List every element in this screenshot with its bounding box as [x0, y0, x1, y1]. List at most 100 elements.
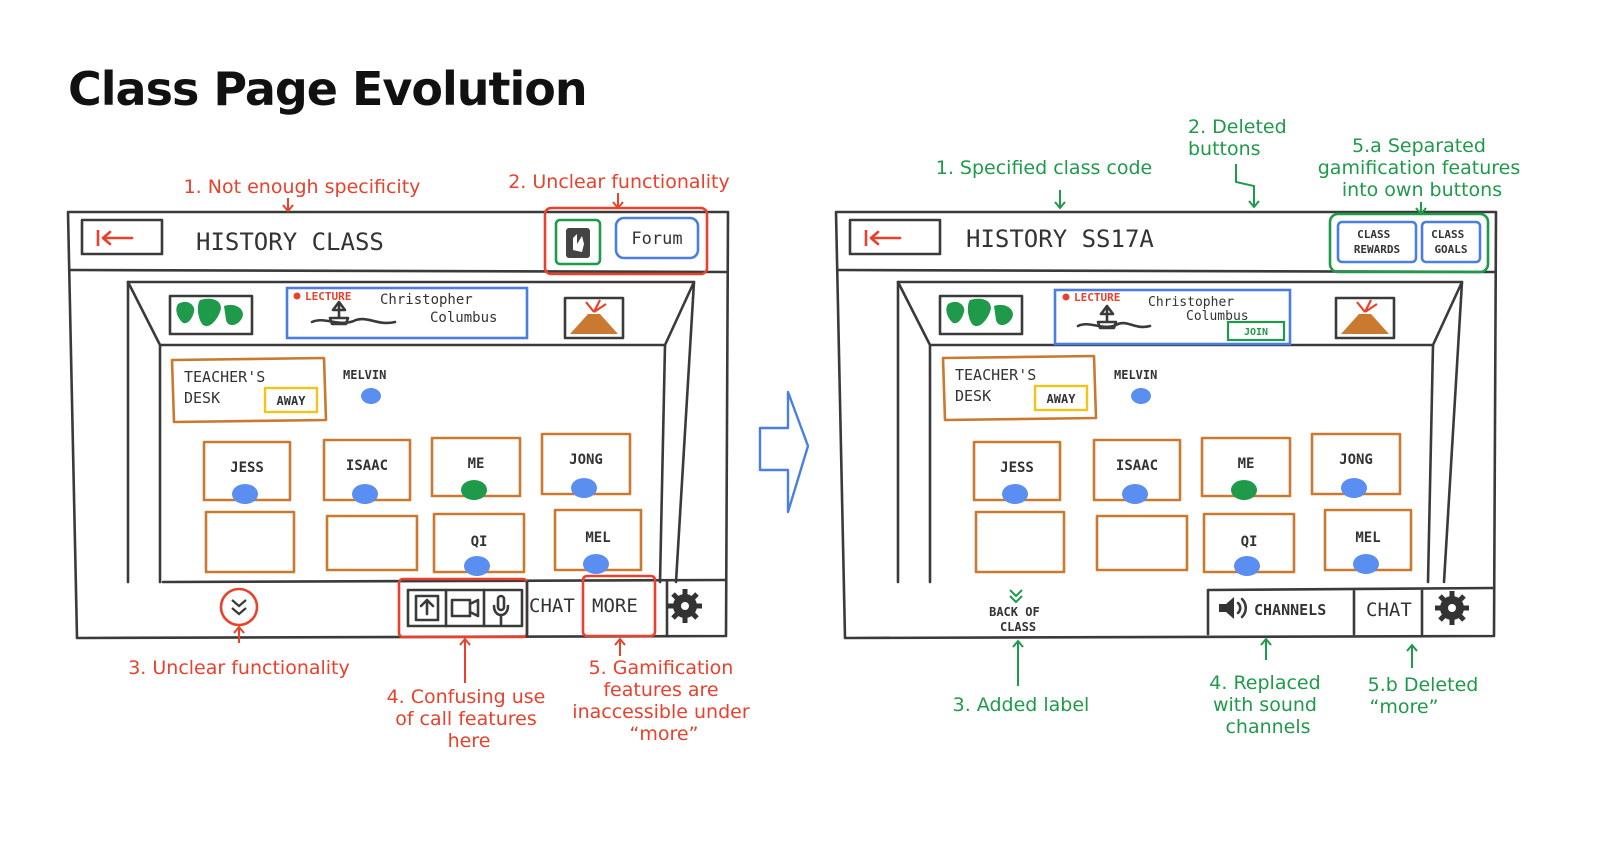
- after-melvin-name: MELVIN: [1114, 368, 1157, 382]
- after-desk-line1: TEACHER'S: [955, 366, 1036, 384]
- before-seat-name: ME: [468, 456, 485, 472]
- speaker-icon: [1219, 597, 1248, 619]
- before-room-floor: [126, 280, 696, 584]
- after-student-avatar[interactable]: [1341, 478, 1367, 498]
- before-back-button[interactable]: [80, 218, 164, 256]
- after-volcano-frame: [1334, 296, 1396, 340]
- before-map-frame: [168, 294, 254, 336]
- before-student-avatar[interactable]: [352, 484, 378, 504]
- transition-arrow-icon: [758, 390, 810, 514]
- before-desk-line2: DESK: [184, 389, 220, 407]
- join-button-label: JOIN: [1244, 327, 1268, 338]
- before-annotation-5: 5. Gamification features are inaccessibl…: [572, 657, 755, 745]
- class-rewards-label: CLASS REWARDS: [1354, 228, 1400, 256]
- after-student-avatar[interactable]: [1002, 484, 1028, 504]
- live-dot-icon: [293, 292, 301, 300]
- after-banner-line1: Christopher: [1148, 295, 1234, 310]
- microphone-icon[interactable]: [492, 594, 510, 626]
- after-back-button[interactable]: [848, 218, 942, 256]
- after-lecture-banner[interactable]: [1053, 288, 1292, 346]
- before-student-avatar[interactable]: [464, 556, 490, 576]
- after-seat-name: ME: [1238, 456, 1255, 472]
- before-chat-button[interactable]: CHAT: [529, 595, 575, 617]
- video-camera-icon[interactable]: [450, 598, 480, 618]
- before-melvin-avatar[interactable]: [361, 388, 381, 404]
- before-seat-name: ISAAC: [346, 458, 388, 474]
- after-teacher-desk: [941, 354, 1098, 422]
- gear-icon[interactable]: [668, 589, 702, 623]
- raise-hand-button[interactable]: [554, 218, 602, 266]
- back-arrow-icon: [96, 230, 134, 246]
- before-teacher-desk: [170, 356, 328, 424]
- after-window-title: HISTORY SS17A: [966, 225, 1154, 253]
- before-collapse-button[interactable]: [219, 587, 259, 627]
- world-map-icon: [946, 298, 1013, 327]
- after-melvin-avatar[interactable]: [1131, 388, 1151, 404]
- before-annotation-3: 3. Unclear functionality: [128, 657, 350, 679]
- after-away-text: AWAY: [1047, 392, 1077, 406]
- after-map-frame: [938, 294, 1024, 336]
- double-chevron-down-icon[interactable]: [1009, 589, 1023, 604]
- after-student-avatar[interactable]: [1353, 554, 1379, 574]
- before-window-title: HISTORY CLASS: [196, 228, 384, 256]
- before-away-badge: [263, 386, 319, 414]
- after-annotation-3: 3. Added label: [953, 694, 1090, 716]
- world-map-icon: [176, 298, 243, 327]
- before-banner-line1: Christopher: [380, 292, 473, 308]
- after-annotation-5a: 5.a Separated gamification features into…: [1318, 135, 1527, 201]
- volcano-icon: [570, 299, 618, 334]
- after-window-frame: [834, 210, 1498, 640]
- before-window-frame: [66, 210, 730, 640]
- channels-button[interactable]: CHANNELS: [1254, 601, 1326, 619]
- after-seat-name: MEL: [1355, 530, 1380, 546]
- before-lecture-tag: LECTURE: [305, 290, 351, 303]
- after-annotation-5b: 5.b Deleted “more”: [1368, 674, 1485, 718]
- before-volcano-frame: [563, 296, 625, 340]
- before-seat-name: QI: [471, 534, 488, 550]
- before-student-avatar[interactable]: [232, 484, 258, 504]
- after-toolbar-frame: [1206, 586, 1496, 636]
- before-annotation-2: 2. Unclear functionality: [508, 171, 730, 193]
- after-seat-name: ISAAC: [1116, 458, 1158, 474]
- after-annotation-4: 4. Replaced with sound channels: [1209, 672, 1326, 738]
- before-seat[interactable]: [325, 514, 419, 572]
- page-title: Class Page Evolution: [68, 62, 588, 116]
- after-sketch: HISTORY SS17A CLASS REWARDS CLASS GOALS …: [834, 116, 1527, 738]
- before-call-dividers: [444, 588, 486, 628]
- before-more-highlight: [581, 574, 657, 638]
- back-of-class-label[interactable]: BACK OF CLASS: [989, 605, 1047, 634]
- after-student-avatar[interactable]: [1122, 484, 1148, 504]
- after-chat-button[interactable]: CHAT: [1366, 599, 1412, 621]
- after-annotation-1: 1. Specified class code: [936, 157, 1153, 179]
- after-banner-line2: Columbus: [1186, 309, 1249, 324]
- before-seat-name: MEL: [585, 530, 610, 546]
- after-student-avatar[interactable]: [1234, 556, 1260, 576]
- before-student-avatar[interactable]: [571, 478, 597, 498]
- before-seat-name: JONG: [569, 452, 603, 468]
- before-away-text: AWAY: [277, 394, 307, 408]
- before-more-button[interactable]: MORE: [592, 595, 638, 617]
- after-gamification-highlight: [1328, 212, 1490, 274]
- share-screen-icon[interactable]: [414, 594, 440, 622]
- ship-icon: [1076, 304, 1152, 330]
- after-seat[interactable]: [974, 510, 1066, 574]
- after-seat[interactable]: [1095, 514, 1189, 572]
- join-button[interactable]: [1226, 320, 1286, 342]
- raise-hand-icon: [566, 228, 590, 258]
- before-self-avatar[interactable]: [461, 480, 487, 500]
- before-seat-name: JESS: [230, 460, 264, 476]
- before-lecture-banner[interactable]: [285, 286, 529, 340]
- before-toolbar-divider: [161, 578, 728, 584]
- class-goals-button[interactable]: [1420, 220, 1482, 264]
- forum-button[interactable]: [614, 216, 700, 260]
- after-seat-name: JESS: [1000, 460, 1034, 476]
- before-seat[interactable]: [204, 510, 296, 574]
- before-melvin-name: MELVIN: [343, 368, 386, 382]
- before-student-avatar[interactable]: [583, 554, 609, 574]
- gear-icon[interactable]: [1435, 591, 1469, 625]
- after-self-avatar[interactable]: [1231, 480, 1257, 500]
- back-arrow-icon: [864, 230, 902, 246]
- class-rewards-button[interactable]: [1336, 220, 1418, 264]
